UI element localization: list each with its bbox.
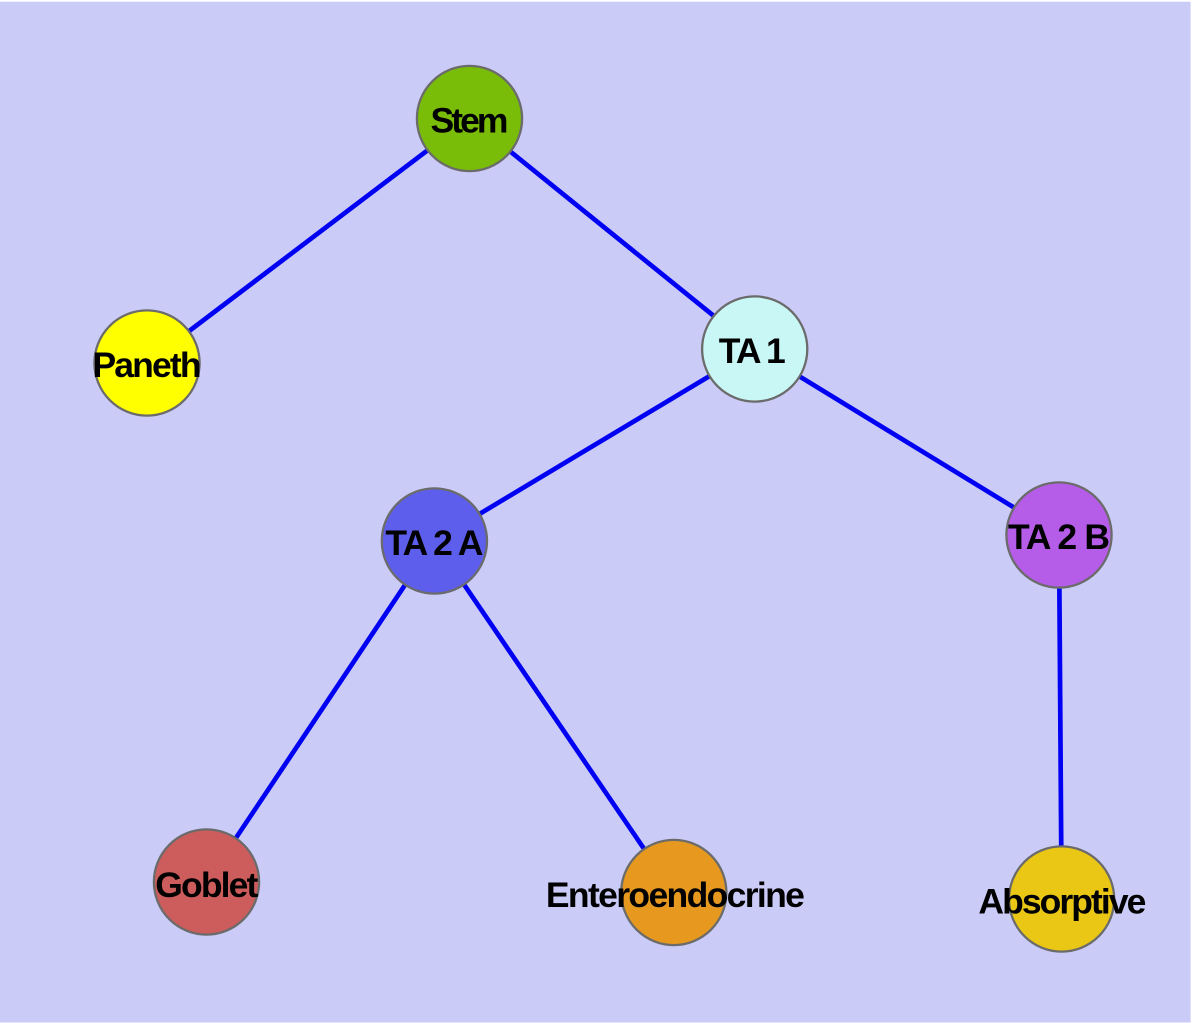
svg-text:TA 2 B: TA 2 B: [1008, 517, 1110, 557]
svg-text:TA 1: TA 1: [719, 331, 786, 371]
svg-text:Stem: Stem: [431, 101, 509, 141]
svg-text:TA 2 A: TA 2 A: [385, 523, 483, 563]
svg-text:Goblet: Goblet: [155, 865, 258, 905]
svg-text:Paneth: Paneth: [93, 345, 202, 385]
svg-text:Enteroendocrine: Enteroendocrine: [546, 875, 805, 915]
svg-text:Absorptive: Absorptive: [978, 881, 1146, 921]
